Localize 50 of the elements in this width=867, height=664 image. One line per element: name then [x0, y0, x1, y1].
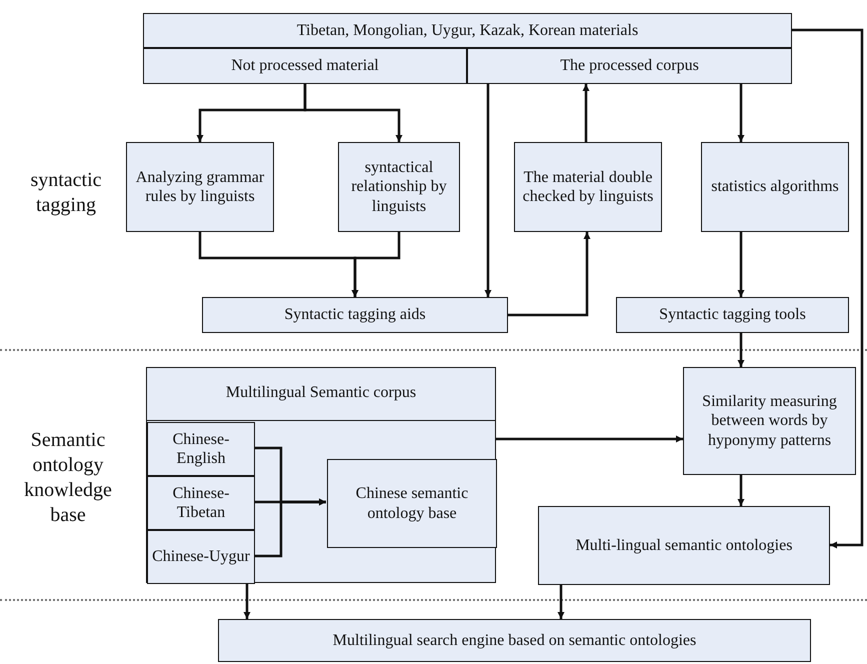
arrow: [738, 333, 744, 367]
box-text: syntactical relationship by linguists: [350, 158, 448, 216]
process-box: [147, 476, 255, 530]
process-box: [338, 142, 460, 232]
process-box: [467, 48, 792, 84]
box-text: Analyzing grammar rules by linguists: [134, 168, 266, 206]
arrow: [352, 232, 400, 297]
process-box: [514, 142, 662, 232]
box-text: Chinese-Tibetan: [172, 484, 230, 522]
process-box: [218, 619, 811, 662]
section-label: Semantic ontology knowledge base: [23, 428, 113, 528]
arrow: [484, 84, 492, 297]
arrow: [792, 28, 864, 548]
box-text: The material double checked by linguists: [522, 168, 654, 206]
process-box: [143, 13, 792, 48]
arrow: [738, 475, 744, 506]
box-text: Multilingual search engine based on semantic ontologies: [332, 630, 696, 650]
box-text: statistics algorithms: [711, 177, 839, 197]
process-box: [327, 459, 497, 548]
box-text: Chinese-Uygur: [152, 547, 250, 567]
arrow: [738, 232, 744, 297]
arrow: [508, 232, 590, 316]
box-text: Not processed material: [231, 56, 379, 76]
arrow: [254, 498, 326, 558]
arrow: [304, 84, 402, 142]
section-label: syntactic tagging: [29, 168, 103, 218]
process-box: [701, 142, 849, 232]
arrow: [496, 436, 683, 442]
process-box: [538, 506, 830, 585]
group-title: Multilingual Semantic corpus: [226, 383, 416, 402]
box-text: Tibetan, Mongolian, Uygur, Kazak, Korean materials: [296, 20, 638, 40]
box-text: The processed corpus: [560, 56, 699, 76]
process-box: [143, 48, 467, 84]
process-box: [202, 297, 508, 333]
box-text: Similarity measuring between words by hyponymy patterns: [701, 392, 838, 450]
arrow: [558, 585, 564, 619]
process-box: [683, 367, 856, 475]
process-box: [126, 142, 274, 232]
box-text: Chinese-English: [172, 430, 230, 468]
box-text: Syntactic tagging tools: [659, 305, 806, 325]
process-box: [616, 297, 849, 333]
process-box: [147, 530, 255, 584]
box-text: Chinese semantic ontology base: [354, 484, 470, 523]
arrow: [582, 84, 590, 142]
arrow: [738, 84, 744, 142]
group-box: [146, 367, 496, 583]
box-text: Syntactic tagging aids: [284, 305, 426, 325]
process-box: [147, 422, 255, 476]
box-text: Multi-lingual semantic ontologies: [576, 536, 792, 556]
arrow: [244, 583, 250, 619]
